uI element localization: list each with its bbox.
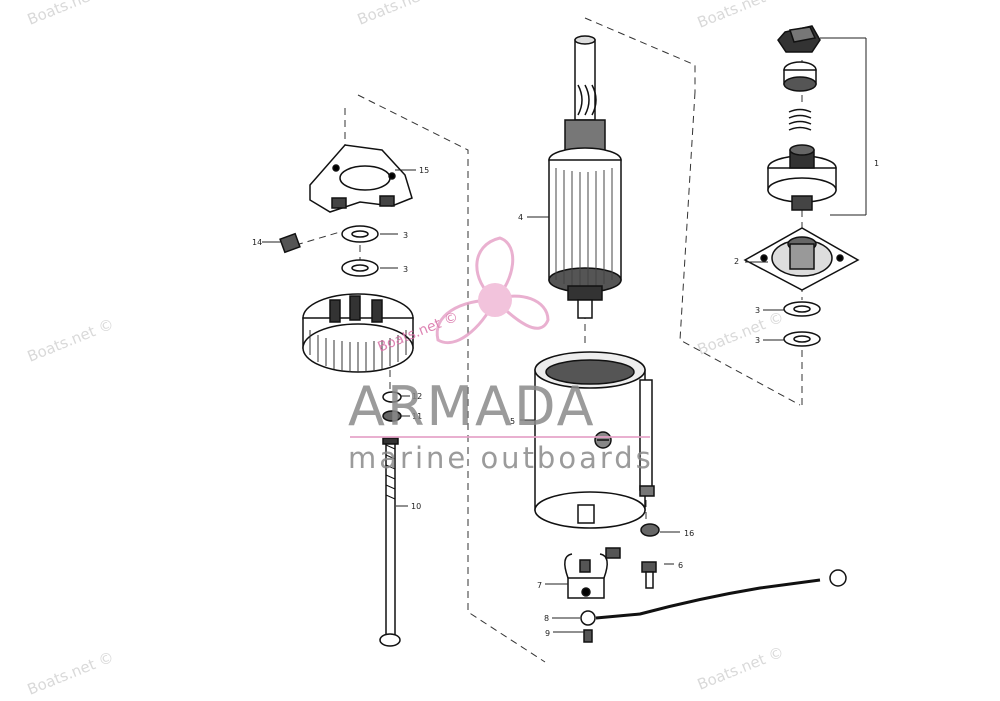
commutator	[567, 285, 603, 301]
ground-cable	[580, 569, 847, 643]
callout-12: 12	[412, 392, 422, 401]
callout-2: 2	[734, 257, 739, 266]
commutator-end-head	[302, 293, 414, 373]
callout-8: 8	[544, 614, 549, 623]
watermark-text: Boats.net ©	[695, 308, 787, 359]
armature	[548, 35, 622, 319]
callout-6: 6	[678, 561, 683, 570]
watermark-text: Boats.net ©	[25, 315, 117, 366]
center-top-bracket	[584, 17, 696, 92]
callout-9: 9	[545, 629, 550, 638]
callout-leaders	[262, 37, 867, 633]
watermark-text: Boats.net ©	[25, 648, 117, 699]
watermark-text: Boats.net ©	[355, 0, 447, 29]
right-washers	[783, 301, 821, 347]
brush-holder	[564, 547, 621, 599]
callout-3: 3	[755, 336, 760, 345]
left-group-bracket	[357, 94, 546, 663]
callout-7: 7	[537, 581, 542, 590]
brand-tagline: marine outboards	[348, 441, 654, 475]
armature-core	[548, 159, 622, 281]
watermark-text: Boats.net ©	[695, 0, 787, 32]
propeller-icon	[435, 236, 550, 345]
through-bolt	[379, 437, 401, 647]
brush-plate	[309, 144, 413, 213]
callout-14: 14	[252, 238, 262, 247]
propeller-hub-icon	[478, 283, 512, 317]
callout-16: 16	[684, 529, 694, 538]
field-frame	[534, 351, 655, 529]
exploded-view-lines	[295, 17, 803, 663]
callout-5: 5	[510, 417, 515, 426]
callout-labels: 1 2 3 3 3 3 4 5 6 7 8 9 10 11 12 14 15 1…	[252, 159, 879, 638]
small-nut	[279, 232, 301, 254]
watermark-text: Boats.net ©	[25, 0, 117, 29]
brand-name: ARMADA	[348, 375, 596, 438]
axis-line	[295, 231, 341, 246]
watermark-text: Boats.net ©	[695, 643, 787, 694]
callout-11: 11	[412, 412, 422, 421]
right-group-bracket	[679, 91, 801, 406]
callout-3: 3	[755, 306, 760, 315]
callout-1: 1	[874, 159, 879, 168]
callout-3: 3	[403, 265, 408, 274]
callout-3: 3	[403, 231, 408, 240]
callout-15: 15	[419, 166, 429, 175]
left-washers	[341, 225, 379, 277]
callout-10: 10	[411, 502, 421, 511]
drive-end-cap	[743, 227, 860, 291]
callout-4: 4	[518, 213, 523, 222]
pinion-drive-assembly	[767, 25, 837, 211]
small-washers	[382, 391, 402, 422]
armature-shaft	[574, 39, 596, 121]
terminal-hardware	[640, 523, 660, 589]
spring	[788, 108, 812, 131]
